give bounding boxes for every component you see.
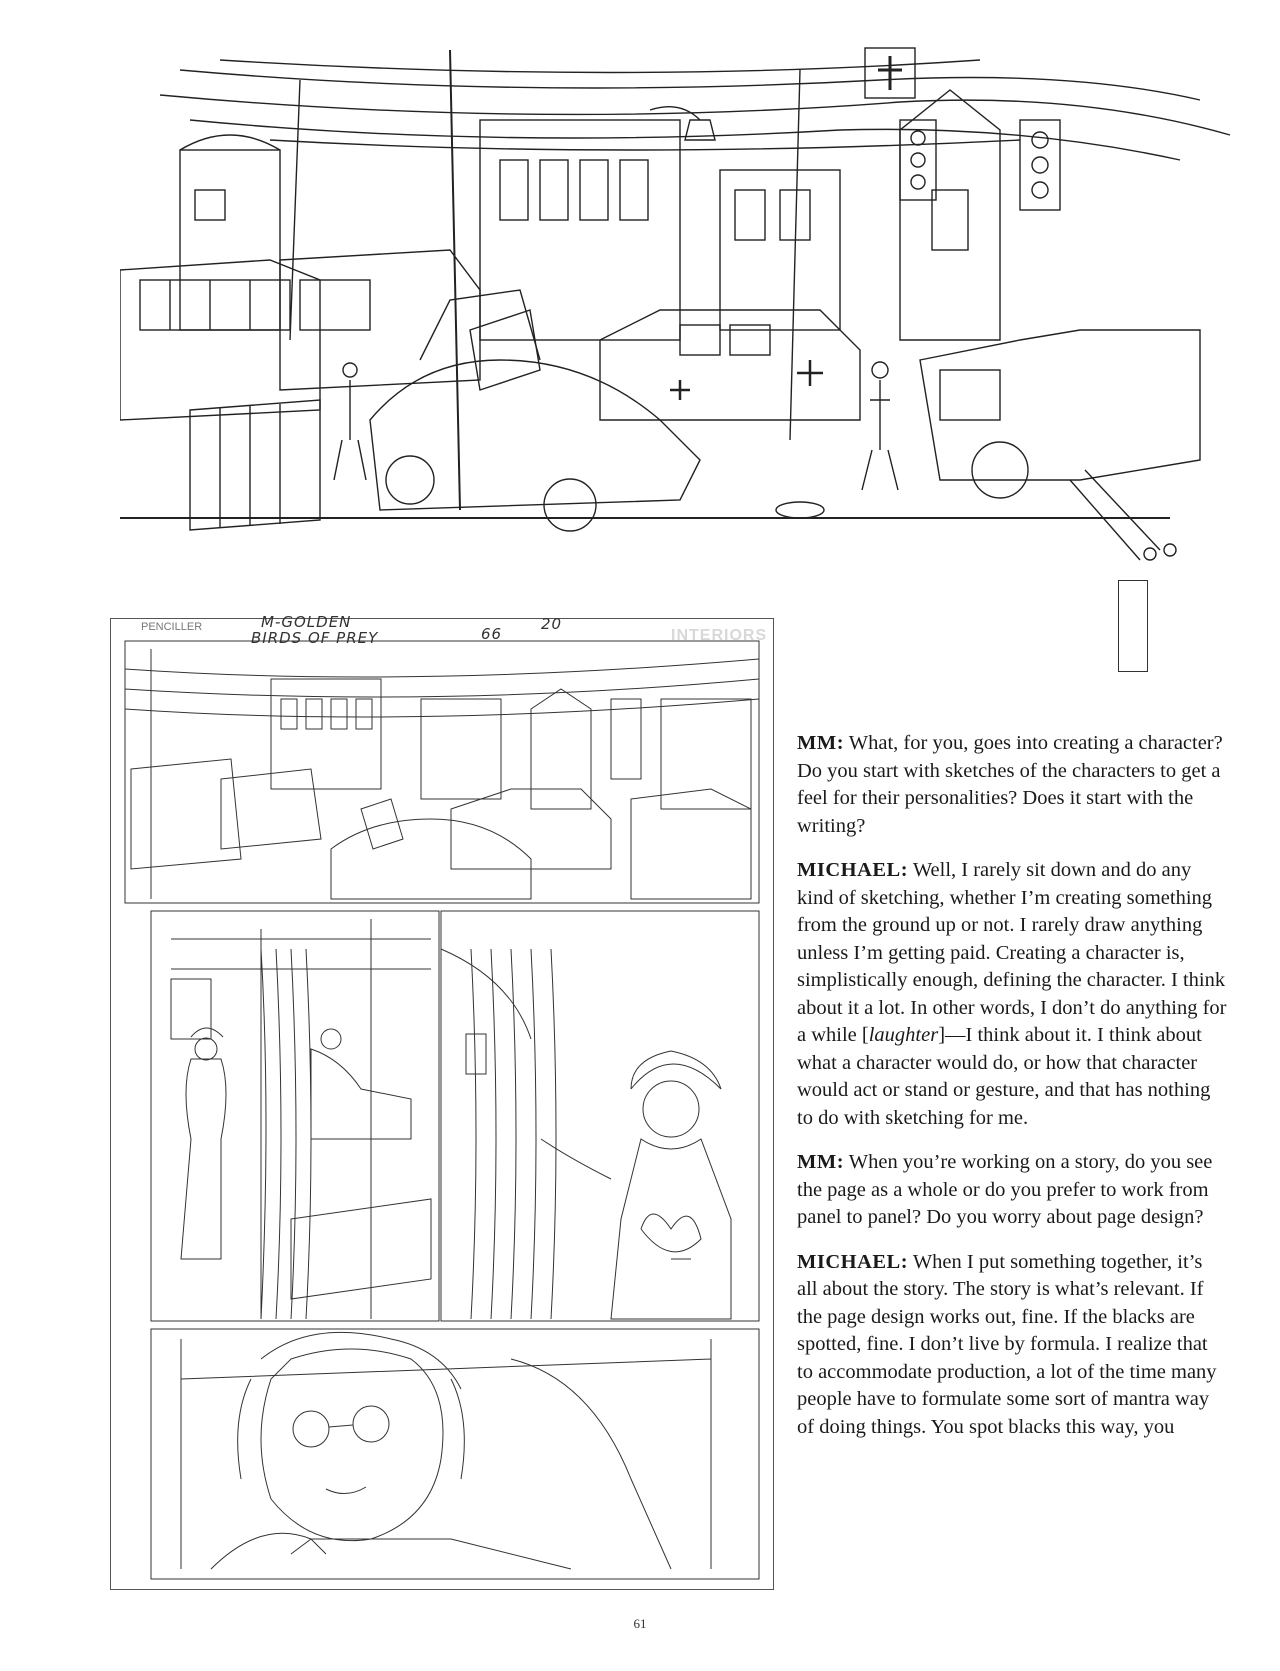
paragraph-2-italic: laughter	[868, 1024, 939, 1046]
paragraph-1: MM: What, for you, goes into creating a …	[797, 730, 1227, 840]
page-number: 61	[633, 1616, 647, 1631]
header-title: BIRDS OF PREY	[251, 629, 379, 647]
paragraph-2-text-after: ]—I think about it. I think about what a…	[797, 1024, 1211, 1129]
original-art-page: PENCILLER M-GOLDEN BIRDS OF PREY 66 20 I…	[110, 613, 774, 1590]
speaker-mm: MM:	[797, 732, 845, 754]
header-script: M-GOLDEN	[261, 613, 352, 631]
paragraph-4: MICHAEL: When I put something together, …	[797, 1249, 1227, 1442]
paragraph-4-text: When I put something together, it’s all …	[797, 1250, 1217, 1438]
speaker-mm: MM:	[797, 1151, 845, 1173]
interview-text: MM: What, for you, goes into creating a …	[797, 730, 1227, 1458]
paragraph-2: MICHAEL: Well, I rarely sit down and do …	[797, 857, 1227, 1132]
interiors-stamp: INTERIORS	[671, 627, 768, 644]
speaker-michael: MICHAEL:	[797, 1250, 909, 1273]
speaker-michael: MICHAEL:	[797, 859, 909, 881]
page-number-hand: 66	[481, 625, 503, 643]
paragraph-3: MM: When you’re working on a story, do y…	[797, 1149, 1227, 1232]
paragraph-2-text-before: Well, I rarely sit down and do any kind …	[797, 859, 1227, 1046]
street-scene-sketch	[120, 47, 1231, 561]
page-number-alt: 20	[541, 615, 563, 633]
paragraph-1-text: What, for you, goes into creating a char…	[797, 732, 1223, 837]
comic-panels-art	[124, 640, 760, 1580]
paragraph-3-text: When you’re working on a story, do you s…	[797, 1151, 1213, 1228]
credit-label-pencils: PENCILLER	[141, 621, 203, 633]
sketch-tag-box	[1118, 580, 1148, 672]
